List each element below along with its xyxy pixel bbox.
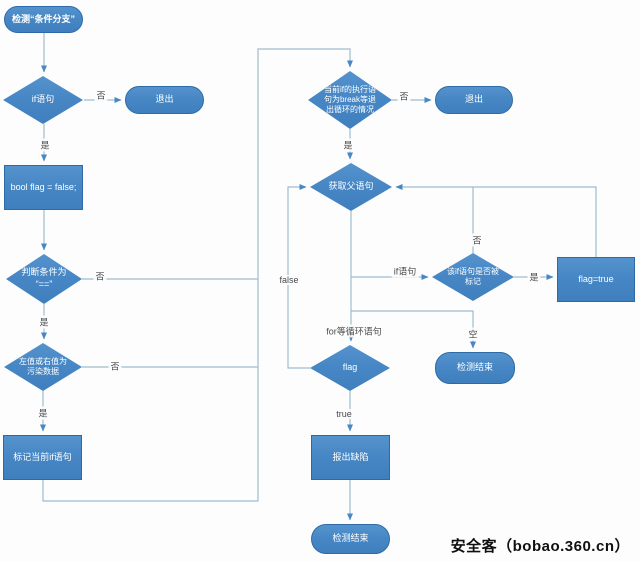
edge-label-break-no: 否 xyxy=(397,89,411,103)
terminal-start-detect-branch: 检测“条件分支” xyxy=(4,6,83,33)
watermark-text: 安全客（bobao.360.cn） xyxy=(450,538,630,555)
edge-label-taint-no: 否 xyxy=(108,359,122,373)
edge-label-parent-empty: 空 xyxy=(466,327,480,341)
edge-label-parent-if: if语句 xyxy=(391,264,419,278)
terminal-detect-end-right: 检测结束 xyxy=(435,352,515,384)
edge-label-if-no: 否 xyxy=(94,88,108,102)
terminal-exit-left: 退出 xyxy=(125,86,204,114)
process-report-defect: 报出缺陷 xyxy=(311,435,390,480)
edge-label-cond-yes: 是 xyxy=(37,315,51,329)
edge-label-taint-yes: 是 xyxy=(36,406,50,420)
edge-flagtrue-loop-parent xyxy=(395,184,597,257)
edge-label-marked-yes: 是 xyxy=(527,270,541,284)
terminal-exit-right: 退出 xyxy=(435,86,513,114)
edge-label-flag-false: false xyxy=(277,275,301,285)
edge-label-if-yes: 是 xyxy=(38,138,52,152)
edge-label-cond-no: 否 xyxy=(93,269,107,283)
process-flag-true: flag=true xyxy=(557,257,635,302)
edge-label-parent-loop: for等循环语句 xyxy=(324,324,384,338)
process-bool-flag-false: bool flag = false; xyxy=(4,165,83,210)
edge-label-marked-no: 否 xyxy=(470,233,484,247)
edge-label-break-yes: 是 xyxy=(341,138,355,152)
terminal-detect-end-bottom: 检测结束 xyxy=(311,524,390,554)
edge-mark-loop-to-break xyxy=(42,48,353,502)
edge-label-flag-true: true xyxy=(334,409,354,419)
process-mark-current-if: 标记当前if语句 xyxy=(3,435,82,480)
